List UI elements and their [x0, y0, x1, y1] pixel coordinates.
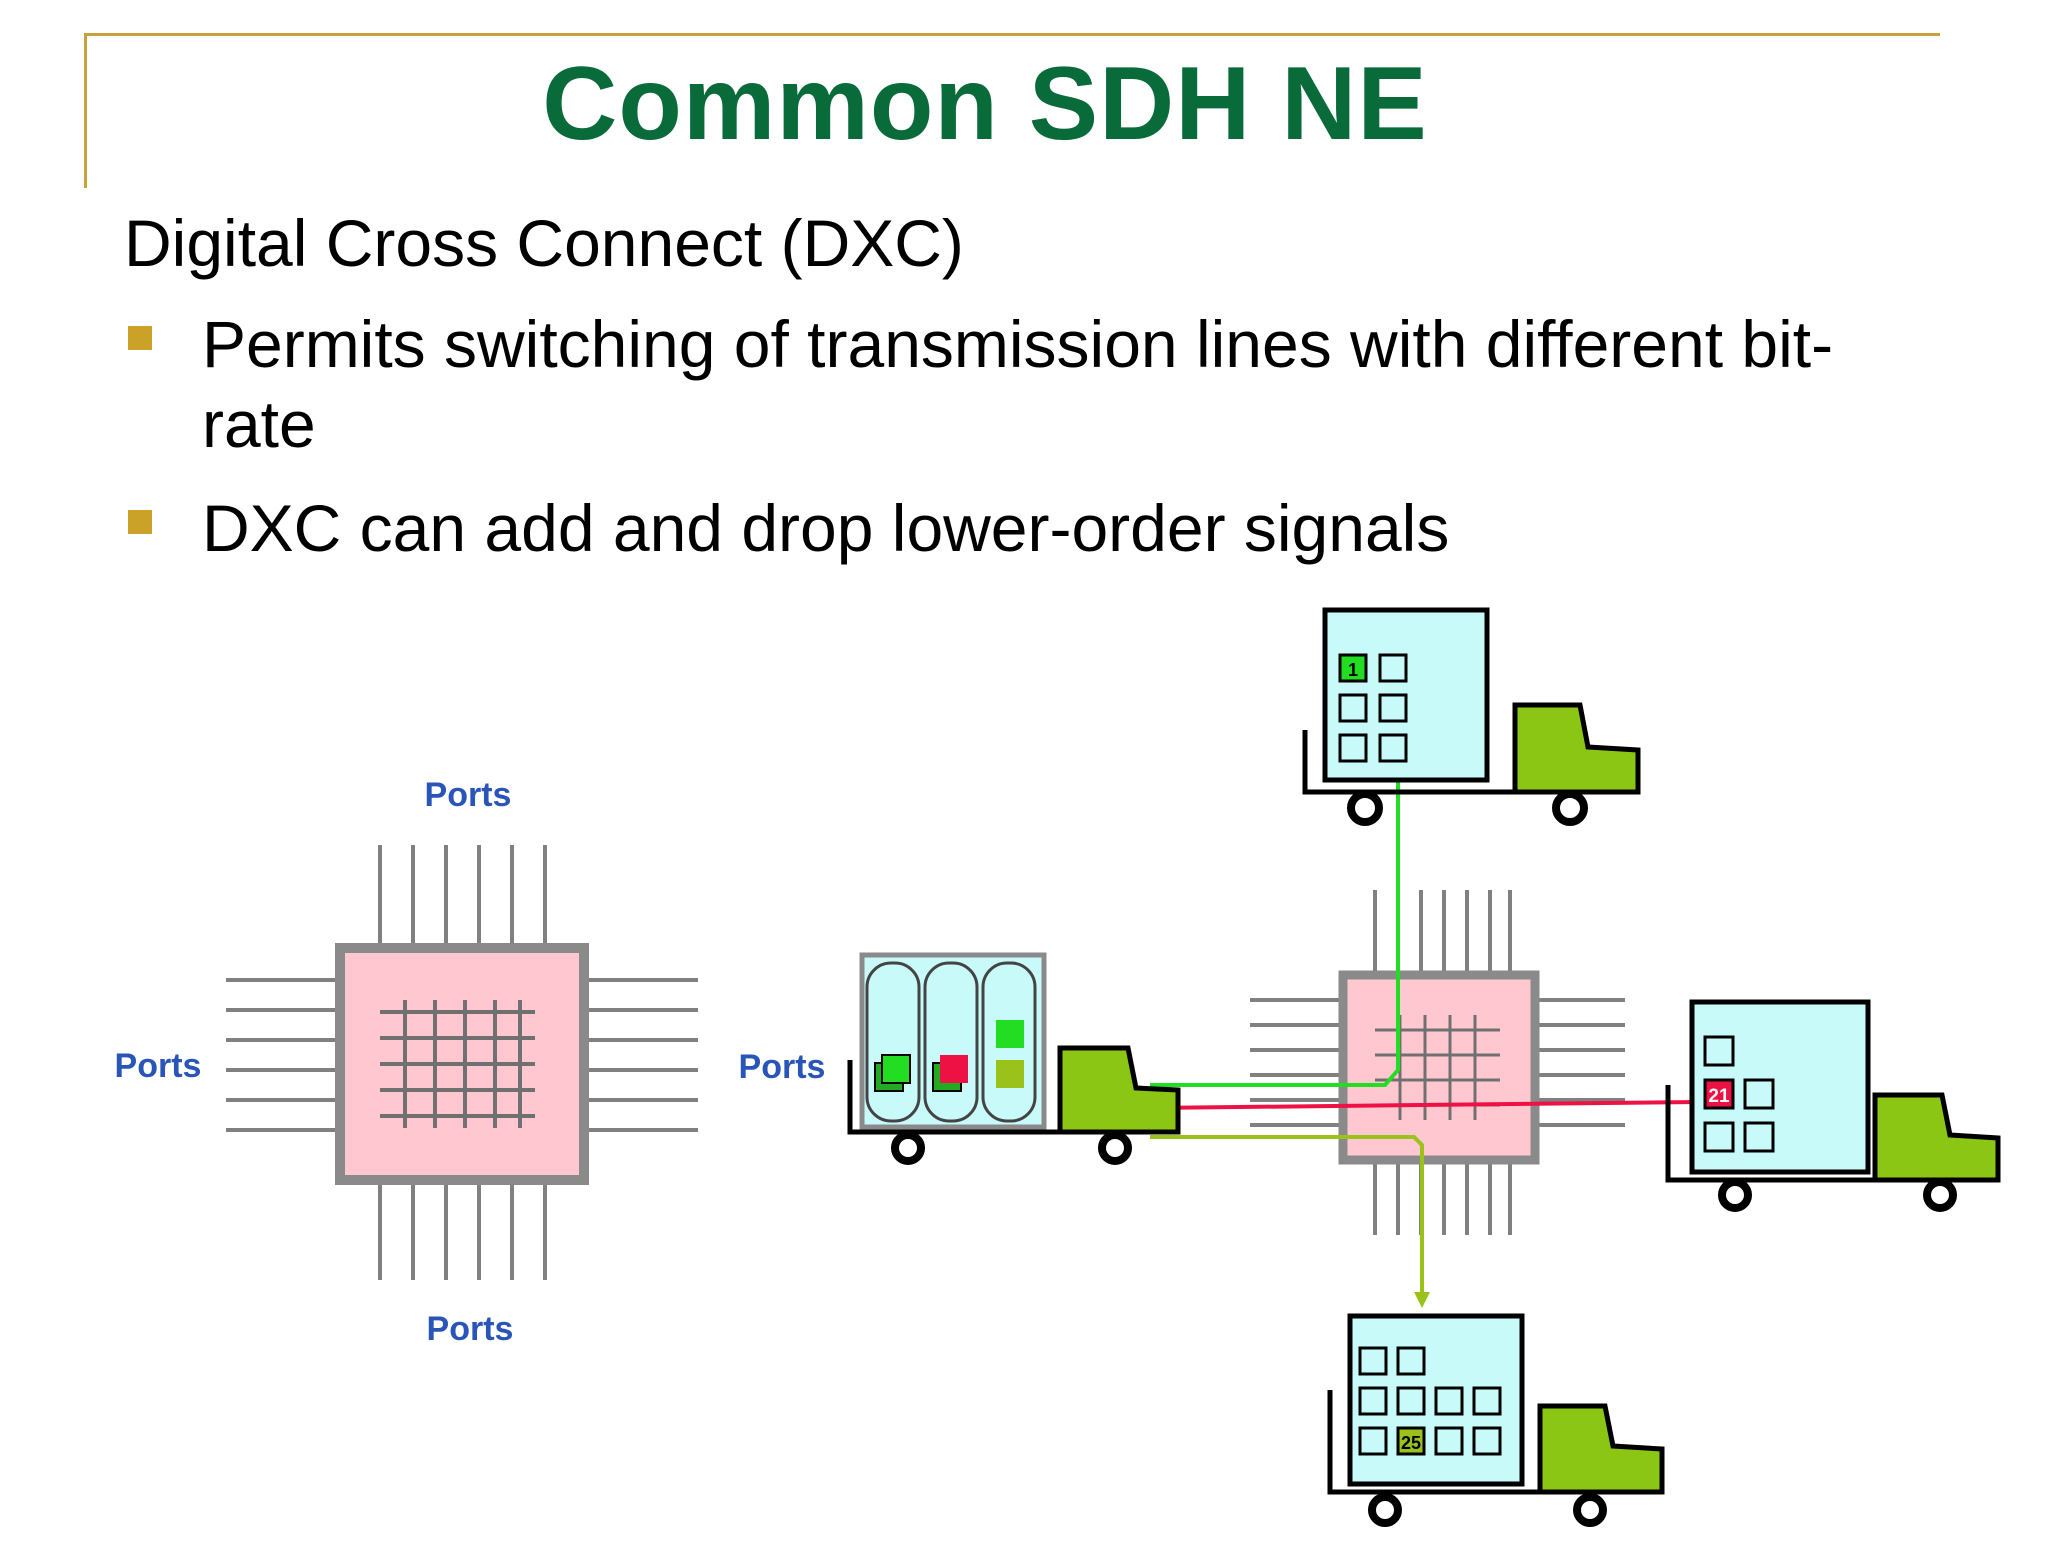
dxc-diagram: Ports Ports Ports Ports	[0, 580, 2048, 1536]
top-port-pins	[378, 845, 547, 948]
port-label-bottom: Ports	[427, 1310, 514, 1348]
truck-top: 1	[1302, 607, 1641, 826]
truck-cab	[1512, 702, 1641, 795]
bullet-text: Permits switching of transmission lines …	[202, 307, 1834, 461]
switch-matrix	[380, 1000, 535, 1128]
truck-left	[847, 952, 1181, 1165]
olive-signal-path	[1150, 1135, 1424, 1300]
wheel-icon	[1718, 1178, 1752, 1212]
wheel-icon	[1552, 790, 1588, 826]
cargo-slot-label: 21	[1708, 1086, 1730, 1107]
center-top-pins	[1373, 890, 1512, 975]
slide-title: Common SDH NE	[542, 46, 1428, 162]
center-cross-connect-chip	[1250, 890, 1625, 1235]
center-chip-body	[1338, 970, 1540, 1165]
wheel-icon	[1923, 1178, 1957, 1212]
wheel-icon	[1098, 1131, 1132, 1165]
right-port-pins	[584, 978, 698, 1132]
truck-bottom: 25	[1327, 1313, 1665, 1527]
wheel-icon	[891, 1131, 925, 1165]
bullet-list: Permits switching of transmission lines …	[124, 304, 1924, 592]
cargo-slot	[1396, 1426, 1426, 1456]
cargo-slot-label: 25	[1401, 1433, 1421, 1453]
cargo-slot	[1703, 1078, 1735, 1110]
title-frame	[84, 33, 1940, 188]
cargo-slot-label: 1	[1348, 660, 1358, 680]
red-signal-path	[1149, 1100, 1701, 1110]
bullet-text: DXC can add and drop lower-order signals	[202, 491, 1450, 565]
port-label-right: Ports	[739, 1048, 826, 1086]
truck-cab	[1057, 1045, 1181, 1135]
left-cross-connect-chip	[226, 845, 698, 1280]
signal-paths	[1149, 780, 1701, 1308]
square-bullet-icon	[128, 326, 152, 350]
port-label-top: Ports	[425, 776, 512, 814]
bullet-item: Permits switching of transmission lines …	[124, 304, 1924, 464]
truck-cab	[1537, 1403, 1665, 1495]
arrow-head-icon	[1414, 1292, 1430, 1308]
center-left-pins	[1250, 998, 1343, 1127]
wheel-icon	[1573, 1493, 1607, 1527]
truck-right: 21	[1665, 999, 2001, 1212]
square-bullet-icon	[128, 510, 152, 534]
left-port-pins	[226, 978, 340, 1132]
port-label-left: Ports	[115, 1047, 202, 1085]
wheel-icon	[1368, 1493, 1402, 1527]
slide-subheading: Digital Cross Connect (DXC)	[124, 206, 964, 280]
cargo-slot	[1338, 653, 1368, 683]
green-signal-path	[1150, 780, 1400, 1087]
bottom-port-pins	[378, 1180, 547, 1280]
bullet-item: DXC can add and drop lower-order signals	[124, 488, 1924, 568]
wheel-icon	[1347, 790, 1383, 826]
center-right-pins	[1535, 998, 1625, 1127]
center-bottom-pins	[1373, 1160, 1512, 1235]
truck-cab	[1872, 1092, 2001, 1183]
